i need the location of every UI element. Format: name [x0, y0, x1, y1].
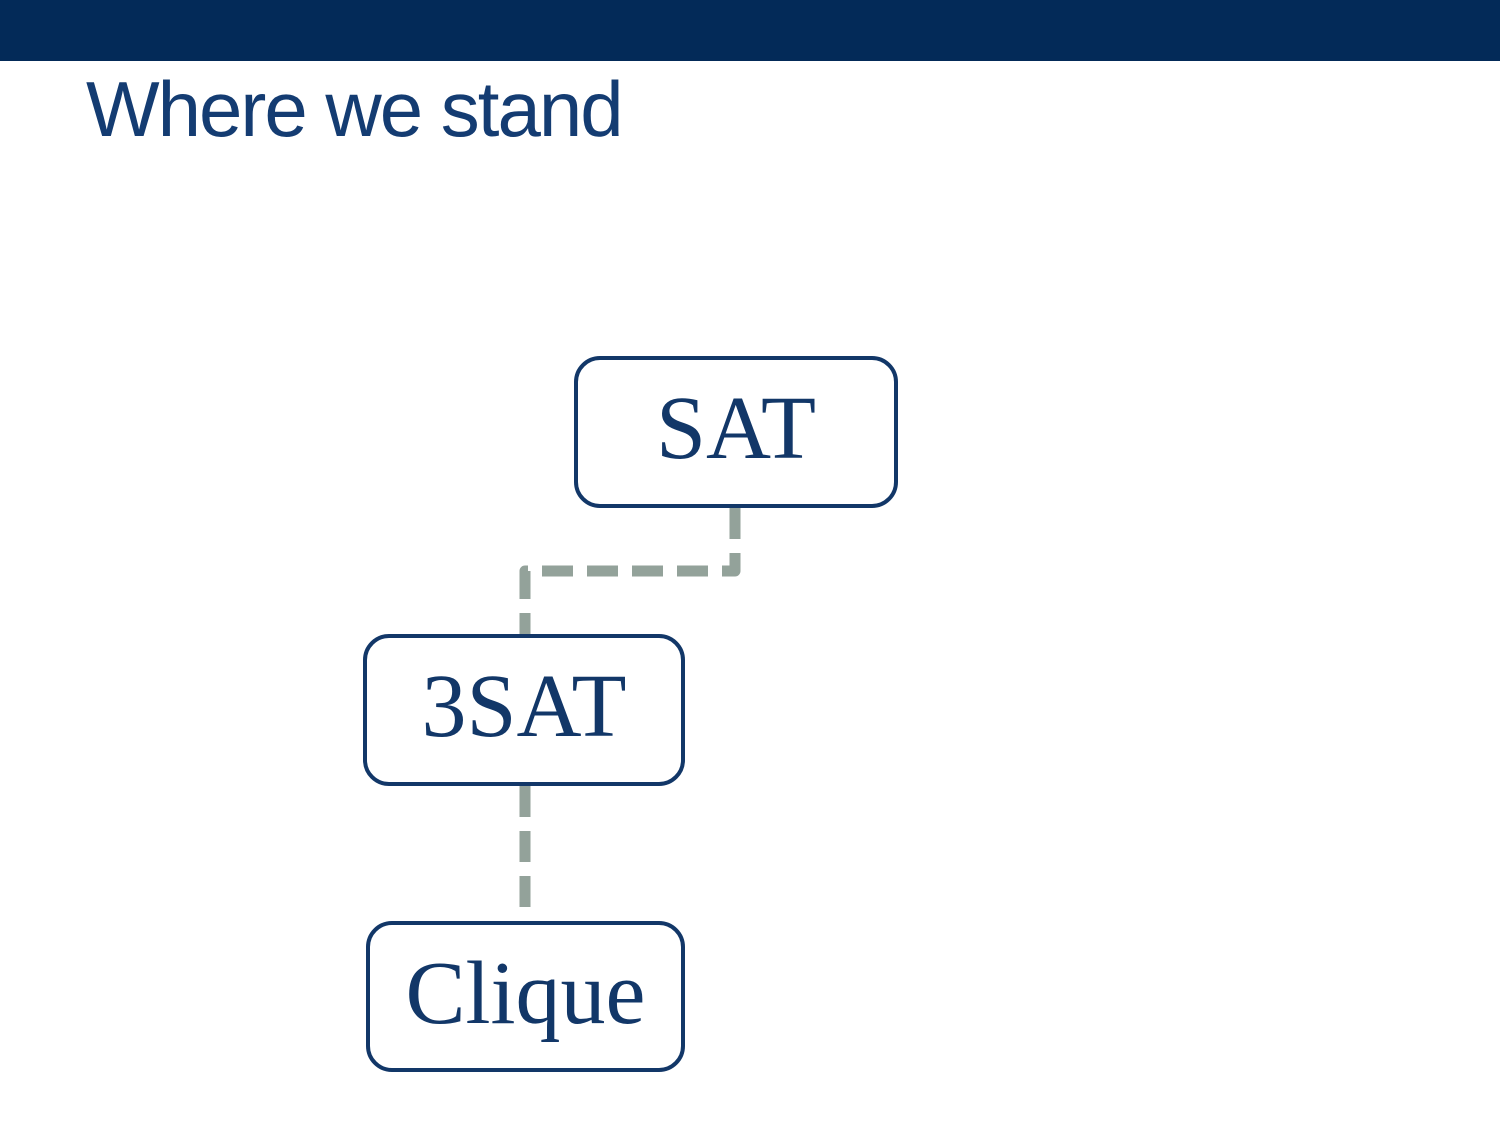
node-clique: Clique: [366, 921, 685, 1072]
node-clique-label: Clique: [405, 943, 646, 1043]
edge-sat-3sat: [519, 508, 741, 634]
page-title: Where we stand: [86, 65, 624, 153]
node-sat: SAT: [574, 356, 898, 508]
node-3sat: 3SAT: [363, 634, 685, 786]
node-sat-label: SAT: [655, 379, 817, 478]
node-3sat-label: 3SAT: [421, 657, 627, 756]
header-bar: [0, 0, 1500, 61]
